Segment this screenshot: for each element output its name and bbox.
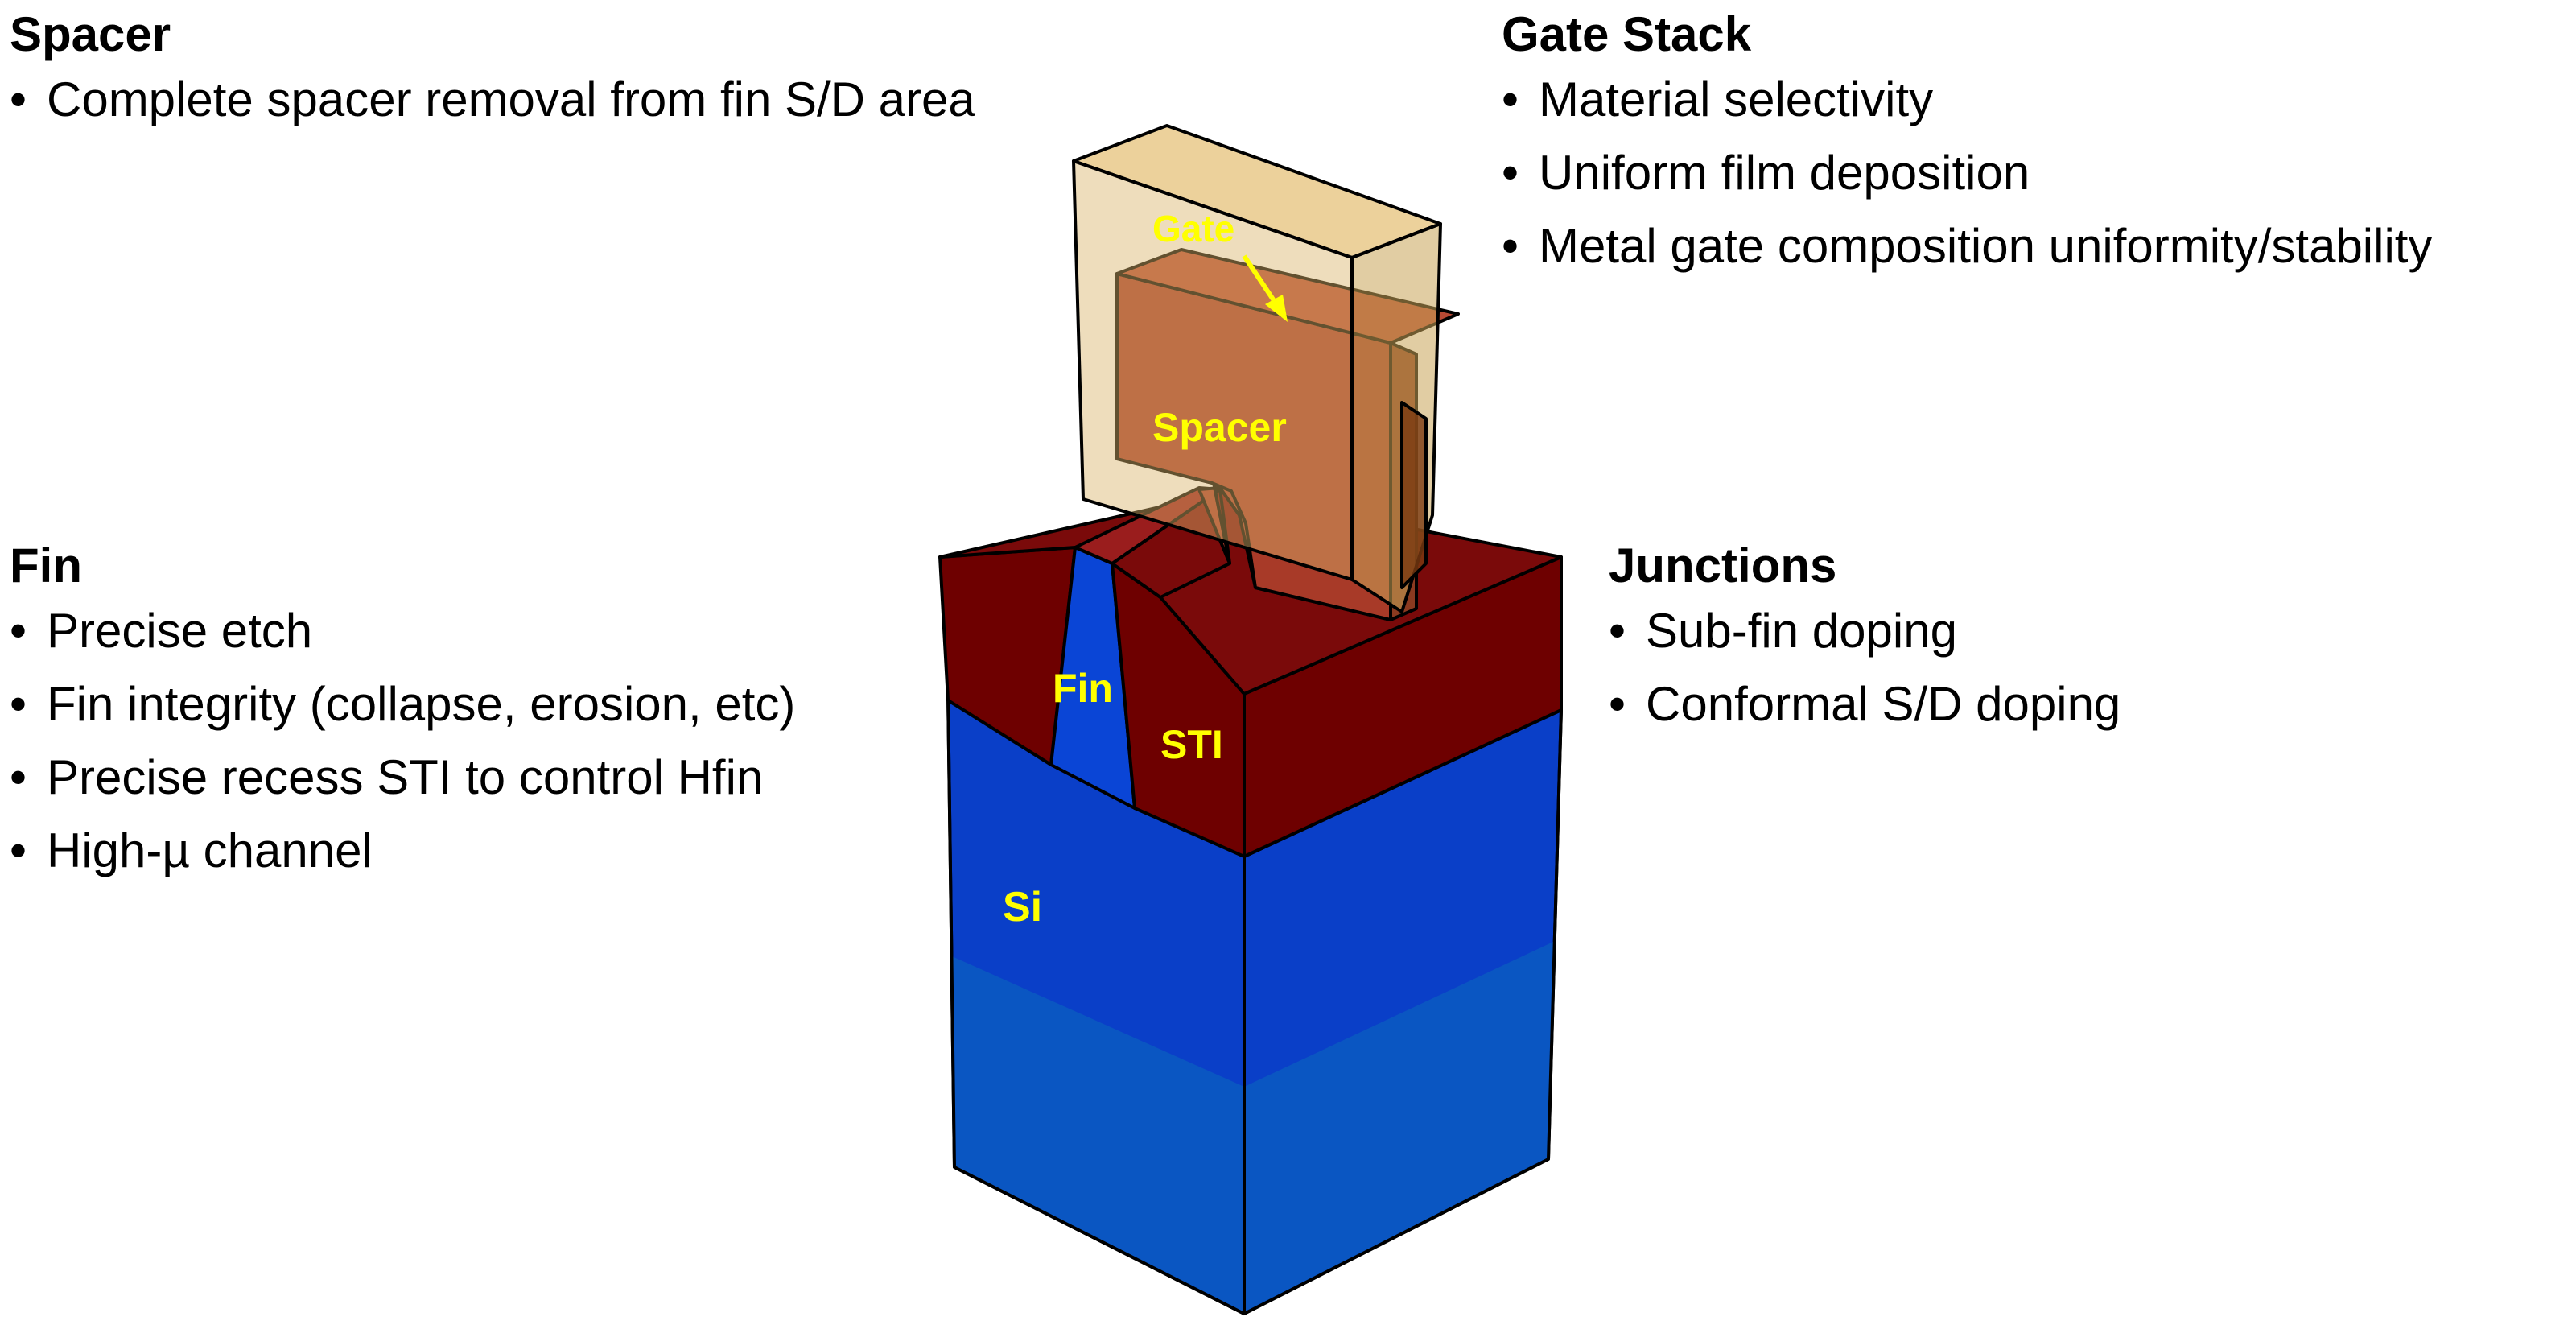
diagram-label-fin: Fin (1053, 666, 1113, 711)
bullet-icon: • (1609, 604, 1626, 658)
diagram-label-gate: Gate (1152, 208, 1234, 250)
bullet-icon: • (10, 604, 27, 658)
bullet-icon: • (1609, 677, 1626, 731)
diagram-label-sti: STI (1160, 722, 1223, 767)
si-right-band (1244, 942, 1553, 1314)
diagram-label-si: Si (1003, 884, 1042, 931)
bullet-icon: • (10, 72, 27, 126)
gate-arrow (1242, 254, 1288, 322)
spacer-section: Spacer • Complete spacer removal from fi… (10, 6, 975, 136)
junctions-list: • Sub-fin doping • Conformal S/D doping (1609, 594, 2121, 741)
gate-stack-heading: Gate Stack (1502, 7, 1752, 61)
bullet-icon: • (10, 750, 27, 804)
list-item: • Metal gate composition uniformity/stab… (1502, 209, 2432, 283)
fin-list: • Precise etch • Fin integrity (collapse… (10, 594, 795, 887)
list-item-text: Fin integrity (collapse, erosion, etc) (47, 677, 796, 731)
list-item-text: Sub-fin doping (1646, 604, 1957, 658)
bullet-icon: • (10, 823, 27, 877)
list-item: • Sub-fin doping (1609, 594, 2121, 667)
list-item-text: Uniform film deposition (1539, 146, 2030, 200)
junctions-heading: Junctions (1609, 539, 1837, 592)
bullet-icon: • (1502, 72, 1519, 126)
list-item-text: Metal gate composition uniformity/stabil… (1539, 219, 2433, 273)
list-item-text: High-µ channel (47, 823, 373, 877)
list-item-text: Conformal S/D doping (1646, 677, 2121, 731)
bullet-icon: • (1502, 146, 1519, 200)
list-item: • Material selectivity (1502, 63, 2432, 136)
spacer-heading: Spacer (10, 7, 171, 61)
list-item: • Fin integrity (collapse, erosion, etc) (10, 667, 795, 741)
gate-stack-list: • Material selectivity • Uniform film de… (1502, 63, 2432, 283)
list-item: • Precise etch (10, 594, 795, 667)
fin-heading: Fin (10, 539, 82, 592)
junctions-section: Junctions • Sub-fin doping • Conformal S… (1609, 538, 2121, 741)
si-front-band (952, 956, 1244, 1314)
list-item: • Uniform film deposition (1502, 136, 2432, 209)
spacer-list: • Complete spacer removal from fin S/D a… (10, 63, 975, 136)
list-item-text: Material selectivity (1539, 72, 1934, 126)
list-item: • Conformal S/D doping (1609, 667, 2121, 741)
list-item-text: Complete spacer removal from fin S/D are… (47, 72, 975, 126)
diagram-label-spacer: Spacer (1152, 405, 1287, 450)
list-item: • Precise recess STI to control Hfin (10, 741, 795, 814)
bullet-icon: • (1502, 219, 1519, 273)
fin-section: Fin • Precise etch • Fin integrity (coll… (10, 538, 795, 887)
list-item: • Complete spacer removal from fin S/D a… (10, 63, 975, 136)
list-item-text: Precise recess STI to control Hfin (47, 750, 764, 804)
list-item: • High-µ channel (10, 814, 795, 887)
gate-stack-section: Gate Stack • Material selectivity • Unif… (1502, 6, 2432, 283)
bullet-icon: • (10, 677, 27, 731)
spacer-right-sliver (1400, 401, 1428, 589)
list-item-text: Precise etch (47, 604, 313, 658)
